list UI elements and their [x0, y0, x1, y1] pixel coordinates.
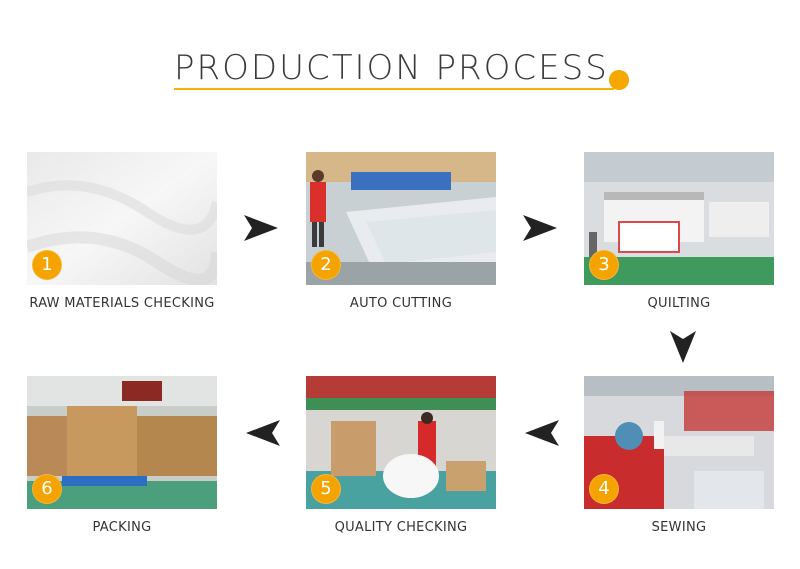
quality-checking-photo: 5	[306, 376, 496, 509]
arrow-right-icon	[244, 215, 278, 241]
step-number-badge: 5	[311, 474, 341, 504]
arrow-right-icon	[523, 215, 557, 241]
step-label: QUALITY CHECKING	[334, 520, 468, 535]
page-title: PRODUCTION PROCESS	[174, 48, 609, 88]
arrow-left-icon	[525, 420, 559, 446]
step-number-badge: 3	[589, 250, 619, 280]
title-dot	[609, 70, 629, 90]
sewing-photo: 4	[584, 376, 774, 509]
step-number-badge: 1	[32, 250, 62, 280]
step-number-badge: 4	[589, 474, 619, 504]
arrow-down-icon	[670, 331, 696, 363]
step-label: QUILTING	[647, 296, 711, 311]
arrow-left-icon	[246, 420, 280, 446]
packing-photo: 6	[27, 376, 217, 509]
auto-cutting-photo: 2	[306, 152, 496, 285]
step-label: RAW MATERIALS CHECKING	[29, 296, 215, 311]
step-label: PACKING	[92, 520, 152, 535]
step-number-badge: 6	[32, 474, 62, 504]
step-label: AUTO CUTTING	[349, 296, 453, 311]
title-underline	[174, 88, 614, 90]
step-number-badge: 2	[311, 250, 341, 280]
raw-materials-photo: 1	[27, 152, 217, 285]
step-label: SEWING	[651, 520, 707, 535]
quilting-photo: 3	[584, 152, 774, 285]
